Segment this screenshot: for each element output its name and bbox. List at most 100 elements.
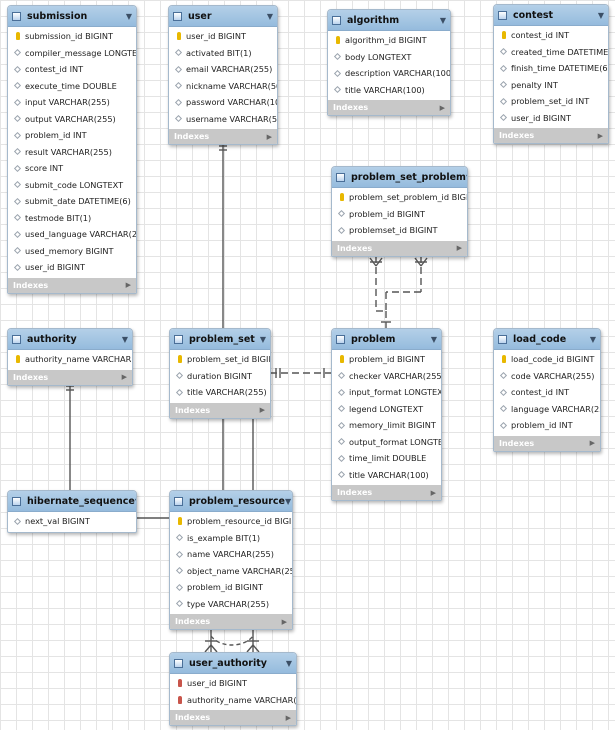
column-row[interactable]: user_id BIGINT <box>169 28 277 45</box>
column-row[interactable]: email VARCHAR(255) <box>169 61 277 78</box>
indexes-footer[interactable]: Indexes ▶ <box>170 710 296 725</box>
entity-header[interactable]: problem ▼ <box>332 329 441 350</box>
column-row[interactable]: result VARCHAR(255) <box>8 144 136 161</box>
indexes-footer[interactable]: Indexes ▶ <box>328 100 450 115</box>
indexes-footer[interactable]: Indexes ▶ <box>332 485 441 500</box>
collapse-icon[interactable]: ▼ <box>266 11 273 21</box>
column-row[interactable]: problem_id INT <box>494 417 600 434</box>
column-row[interactable]: algorithm_id BIGINT <box>328 32 450 49</box>
column-row[interactable]: used_language VARCHAR(255) <box>8 226 136 243</box>
column-row[interactable]: score INT <box>8 160 136 177</box>
entity-problem-set-problem[interactable]: problem_set_problem ▼ problem_set_proble… <box>331 166 468 257</box>
entity-problem-resource[interactable]: problem_resource ▼ problem_resource_id B… <box>169 490 293 630</box>
column-row[interactable]: problem_set_id INT <box>494 93 608 110</box>
indexes-footer[interactable]: Indexes ▶ <box>170 402 270 418</box>
column-row[interactable]: user_id BIGINT <box>170 675 296 692</box>
column-row[interactable]: memory_limit BIGINT <box>332 417 441 434</box>
column-row[interactable]: time_limit DOUBLE <box>332 450 441 467</box>
column-row[interactable]: created_time DATETIME(6) <box>494 44 608 61</box>
expand-arrow-icon[interactable]: ▶ <box>597 131 603 140</box>
column-row[interactable]: contest_id INT <box>494 27 608 44</box>
column-row[interactable]: problem_set_id BIGINT <box>170 351 270 368</box>
expand-arrow-icon[interactable]: ▶ <box>121 373 127 381</box>
column-row[interactable]: problemset_id BIGINT <box>332 222 467 239</box>
column-row[interactable]: input_format LONGTEXT <box>332 384 441 401</box>
column-row[interactable]: problem_resource_id BIGINT <box>170 513 292 530</box>
column-row[interactable]: used_memory BIGINT <box>8 243 136 260</box>
expand-arrow-icon[interactable]: ▶ <box>439 103 445 112</box>
entity-header[interactable]: authority ▼ <box>8 329 132 350</box>
entity-header[interactable]: user_authority ▼ <box>170 653 296 674</box>
expand-arrow-icon[interactable]: ▶ <box>266 132 272 141</box>
collapse-icon[interactable]: ▼ <box>430 334 437 344</box>
column-row[interactable]: username VARCHAR(50) <box>169 111 277 128</box>
column-row[interactable]: body LONGTEXT <box>328 49 450 66</box>
indexes-footer[interactable]: Indexes ▶ <box>170 614 292 629</box>
column-row[interactable]: description VARCHAR(10000) <box>328 65 450 82</box>
collapse-icon[interactable]: ▼ <box>597 10 604 20</box>
column-row[interactable]: submit_date DATETIME(6) <box>8 193 136 210</box>
expand-arrow-icon[interactable]: ▶ <box>281 617 287 626</box>
column-row[interactable]: contest_id INT <box>494 384 600 401</box>
column-row[interactable]: is_example BIT(1) <box>170 530 292 547</box>
column-row[interactable]: compiler_message LONGTEXT <box>8 45 136 62</box>
column-row[interactable]: checker VARCHAR(255) <box>332 368 441 385</box>
column-row[interactable]: load_code_id BIGINT <box>494 351 600 368</box>
expand-arrow-icon[interactable]: ▶ <box>125 281 131 289</box>
column-row[interactable]: problem_id BIGINT <box>332 351 441 368</box>
column-row[interactable]: user_id BIGINT <box>494 110 608 127</box>
indexes-footer[interactable]: Indexes ▶ <box>494 128 608 143</box>
expand-arrow-icon[interactable]: ▶ <box>430 488 436 497</box>
column-row[interactable]: problem_id BIGINT <box>332 206 467 223</box>
entity-header[interactable]: problem_set ▼ <box>170 329 270 350</box>
entity-header[interactable]: load_code ▼ <box>494 329 600 350</box>
entity-hibernate-sequence[interactable]: hibernate_sequence ▼ next_val BIGINT <box>7 490 137 533</box>
column-row[interactable]: duration BIGINT <box>170 368 270 385</box>
collapse-icon[interactable]: ▼ <box>285 496 292 506</box>
column-row[interactable]: title VARCHAR(255) <box>170 384 270 401</box>
expand-arrow-icon[interactable]: ▶ <box>456 244 462 252</box>
entity-header[interactable]: algorithm ▼ <box>328 10 450 31</box>
column-row[interactable]: output_format LONGTEXT <box>332 434 441 451</box>
entity-header[interactable]: contest ▼ <box>494 5 608 26</box>
column-row[interactable]: activated BIT(1) <box>169 45 277 62</box>
indexes-footer[interactable]: Indexes ▶ <box>169 129 277 144</box>
expand-arrow-icon[interactable]: ▶ <box>259 406 265 414</box>
collapse-icon[interactable]: ▼ <box>135 497 136 506</box>
column-row[interactable]: password VARCHAR(100) <box>169 94 277 111</box>
expand-arrow-icon[interactable]: ▶ <box>589 439 595 447</box>
entity-header[interactable]: problem_set_problem ▼ <box>332 167 467 188</box>
column-row[interactable]: code VARCHAR(255) <box>494 368 600 385</box>
column-row[interactable]: penalty INT <box>494 77 608 94</box>
column-row[interactable]: problem_id INT <box>8 127 136 144</box>
collapse-icon[interactable]: ▼ <box>439 15 446 25</box>
entity-authority[interactable]: authority ▼ authority_name VARCHAR(50) I… <box>7 328 133 386</box>
collapse-icon[interactable]: ▼ <box>285 658 292 668</box>
collapse-icon[interactable]: ▼ <box>466 173 467 182</box>
column-row[interactable]: object_name VARCHAR(255) <box>170 563 292 580</box>
entity-header[interactable]: submission ▼ <box>8 6 136 27</box>
entity-header[interactable]: problem_resource ▼ <box>170 491 292 512</box>
column-row[interactable]: authority_name VARCHAR(50) <box>8 351 132 368</box>
column-row[interactable]: contest_id INT <box>8 61 136 78</box>
column-row[interactable]: user_id BIGINT <box>8 259 136 276</box>
collapse-icon[interactable]: ▼ <box>589 334 596 344</box>
column-row[interactable]: title VARCHAR(100) <box>328 82 450 99</box>
collapse-icon[interactable]: ▼ <box>125 11 132 21</box>
column-row[interactable]: legend LONGTEXT <box>332 401 441 418</box>
column-row[interactable]: output VARCHAR(255) <box>8 111 136 128</box>
column-row[interactable]: nickname VARCHAR(50) <box>169 78 277 95</box>
column-row[interactable]: execute_time DOUBLE <box>8 78 136 95</box>
column-row[interactable]: finish_time DATETIME(6) <box>494 60 608 77</box>
column-row[interactable]: problem_set_problem_id BIGINT <box>332 189 467 206</box>
column-row[interactable]: name VARCHAR(255) <box>170 546 292 563</box>
indexes-footer[interactable]: Indexes ▶ <box>332 240 467 256</box>
